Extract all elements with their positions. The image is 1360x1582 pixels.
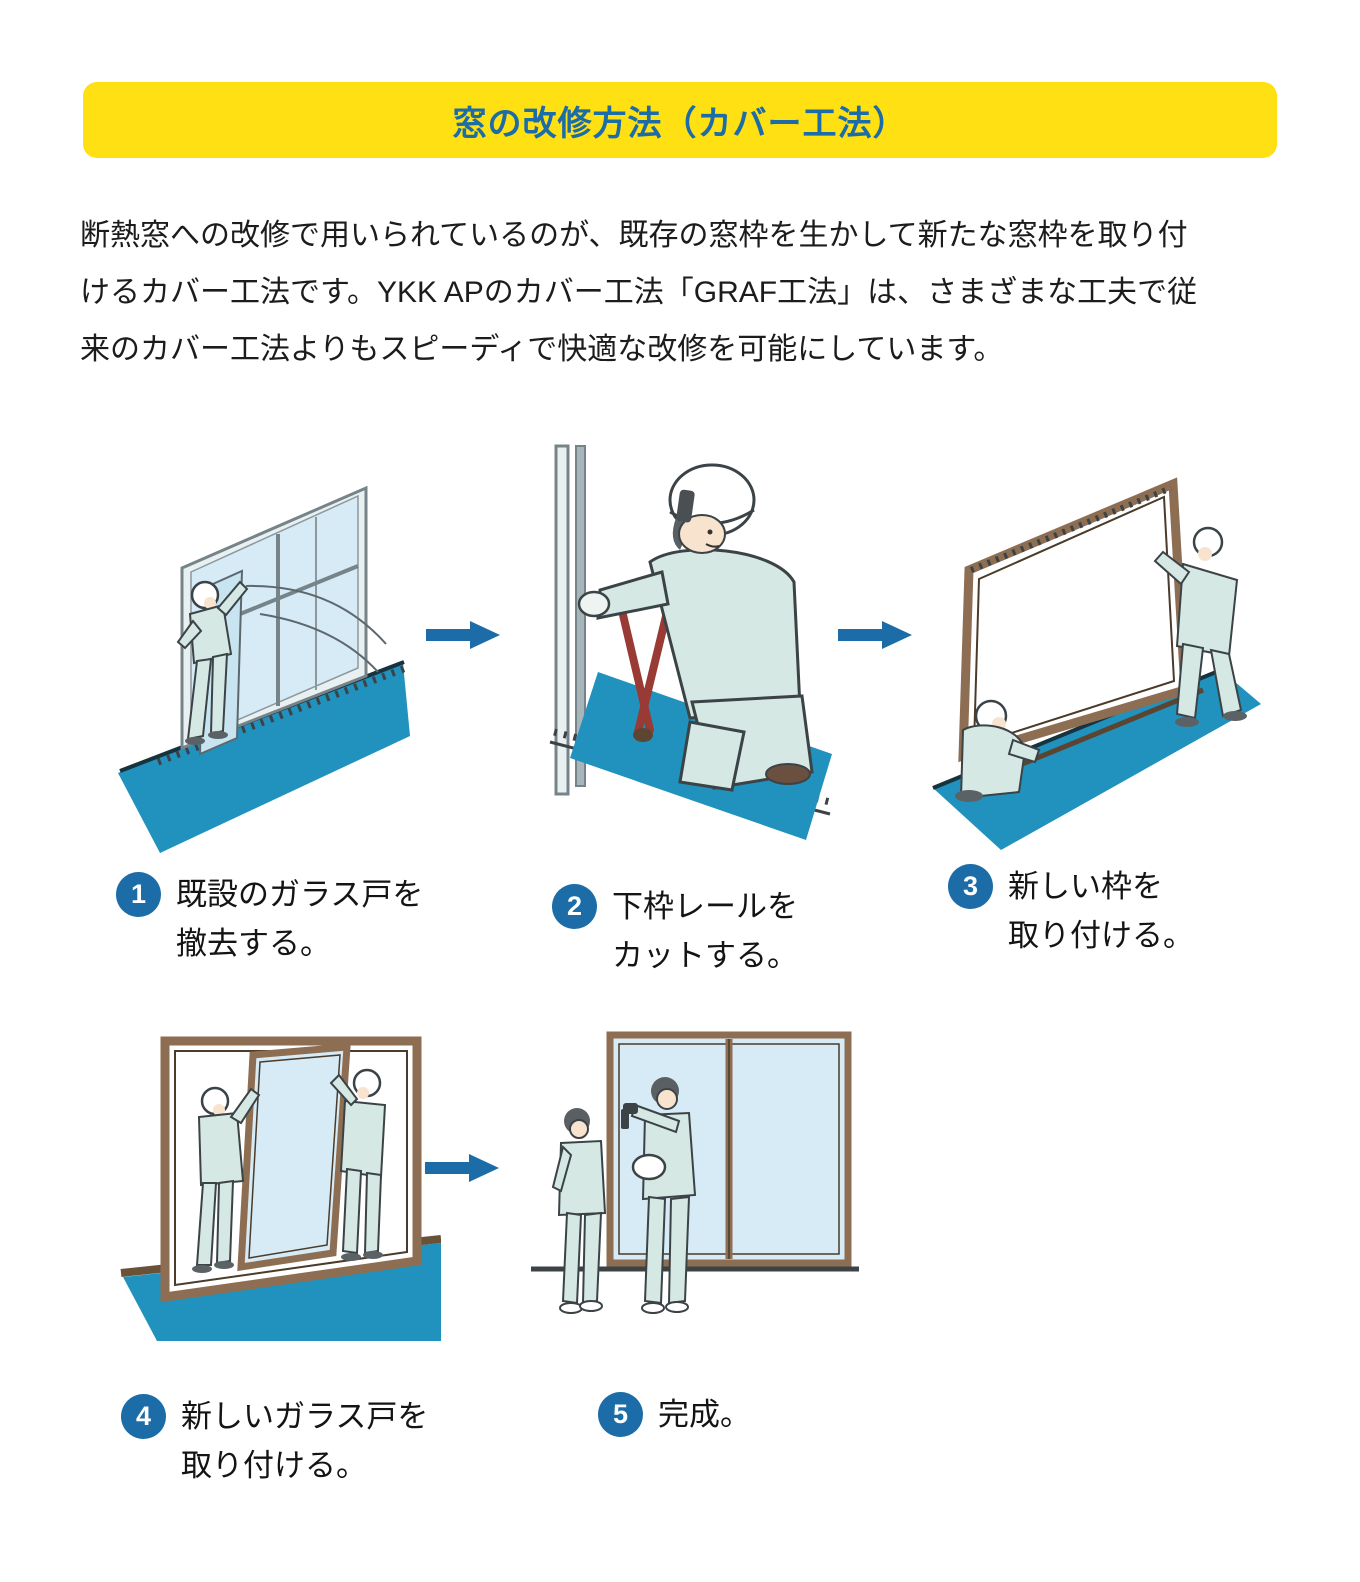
step-5-badge: 5	[598, 1392, 643, 1437]
new-window-frame	[958, 477, 1190, 763]
bottom-rail-cutting-illustration	[549, 444, 832, 840]
arrow-right-icon	[425, 1153, 500, 1183]
step-2-label: 下枠レールを カットする。	[612, 882, 798, 980]
worker	[176, 580, 249, 745]
step-3-label-line-1: 新しい枠を	[1008, 869, 1163, 904]
right-worker	[329, 1068, 387, 1261]
step-2-illustration	[540, 440, 832, 852]
pointing-worker	[623, 1077, 697, 1314]
step-5-label: 完成。	[658, 1390, 751, 1439]
step-2-label-line-1: 下枠レールを	[612, 889, 798, 924]
kneeling-worker	[577, 463, 814, 792]
standing-worker	[1153, 526, 1247, 727]
step-1-label-row: 1 既設のガラス戸を 撤去する。	[116, 870, 423, 968]
step-2-badge: 2	[552, 884, 597, 929]
step-5-label-row: 5 完成。	[598, 1390, 751, 1439]
step-4-badge: 4	[121, 1394, 166, 1439]
title-banner: 窓の改修方法（カバー工法）	[83, 82, 1277, 158]
step-4-label: 新しいガラス戸を 取り付ける。	[181, 1392, 428, 1490]
step-3-label: 新しい枠を 取り付ける。	[1008, 862, 1194, 960]
window-jamb	[554, 444, 586, 796]
left-worker	[192, 1086, 261, 1273]
intro-line-3: 来のカバー工法よりもスピーディで快適な改修を可能にしています。	[80, 333, 1004, 366]
step-3-badge: 3	[948, 864, 993, 909]
new-glass-door-installation-illustration	[120, 1036, 441, 1341]
step-1-label: 既設のガラス戸を 撤去する。	[176, 870, 423, 968]
step-5-label-line-1: 完成。	[658, 1397, 751, 1432]
step-3-label-row: 3 新しい枠を 取り付ける。	[948, 862, 1194, 960]
arrow-right-icon	[426, 620, 501, 650]
tilted-glass-door	[237, 1043, 351, 1272]
step-4-label-line-1: 新しいガラス戸を	[181, 1399, 429, 1434]
step-1-label-line-1: 既設のガラス戸を	[176, 877, 424, 912]
step-4-illustration	[115, 1015, 441, 1341]
step-2-label-row: 2 下枠レールを カットする。	[552, 882, 798, 980]
intro-line-2: けるカバー工法です。YKK APのカバー工法「GRAF工法」は、さまざまな工夫で…	[80, 276, 1198, 309]
step-2-label-line-2: カットする。	[612, 938, 798, 973]
red-cutter-tool	[616, 598, 672, 742]
completed-window-illustration	[531, 1031, 859, 1314]
kneeling-worker	[955, 699, 1041, 802]
step-3-illustration	[905, 458, 1261, 850]
step-1-label-line-2: 撤去する。	[176, 926, 331, 961]
existing-glass-door-removal-illustration	[118, 485, 410, 853]
page-title: 窓の改修方法（カバー工法）	[452, 104, 908, 143]
new-frame-installation-illustration	[932, 477, 1261, 850]
motion-arcs	[245, 584, 387, 673]
step-1-illustration	[118, 438, 450, 853]
step-3-label-line-2: 取り付ける。	[1008, 918, 1194, 953]
intro-paragraph: 断熱窓への改修で用いられているのが、既存の窓枠を生かして新たな窓枠を取り付 ける…	[80, 207, 1290, 378]
intro-line-1: 断熱窓への改修で用いられているのが、既存の窓枠を生かして新たな窓枠を取り付	[80, 219, 1188, 252]
step-4-label-line-2: 取り付ける。	[181, 1448, 367, 1483]
step-1-badge: 1	[116, 872, 161, 917]
step-4-label-row: 4 新しいガラス戸を 取り付ける。	[121, 1392, 428, 1490]
step-5-illustration	[515, 1015, 861, 1335]
arrow-right-icon	[838, 620, 913, 650]
observing-worker	[551, 1108, 607, 1314]
